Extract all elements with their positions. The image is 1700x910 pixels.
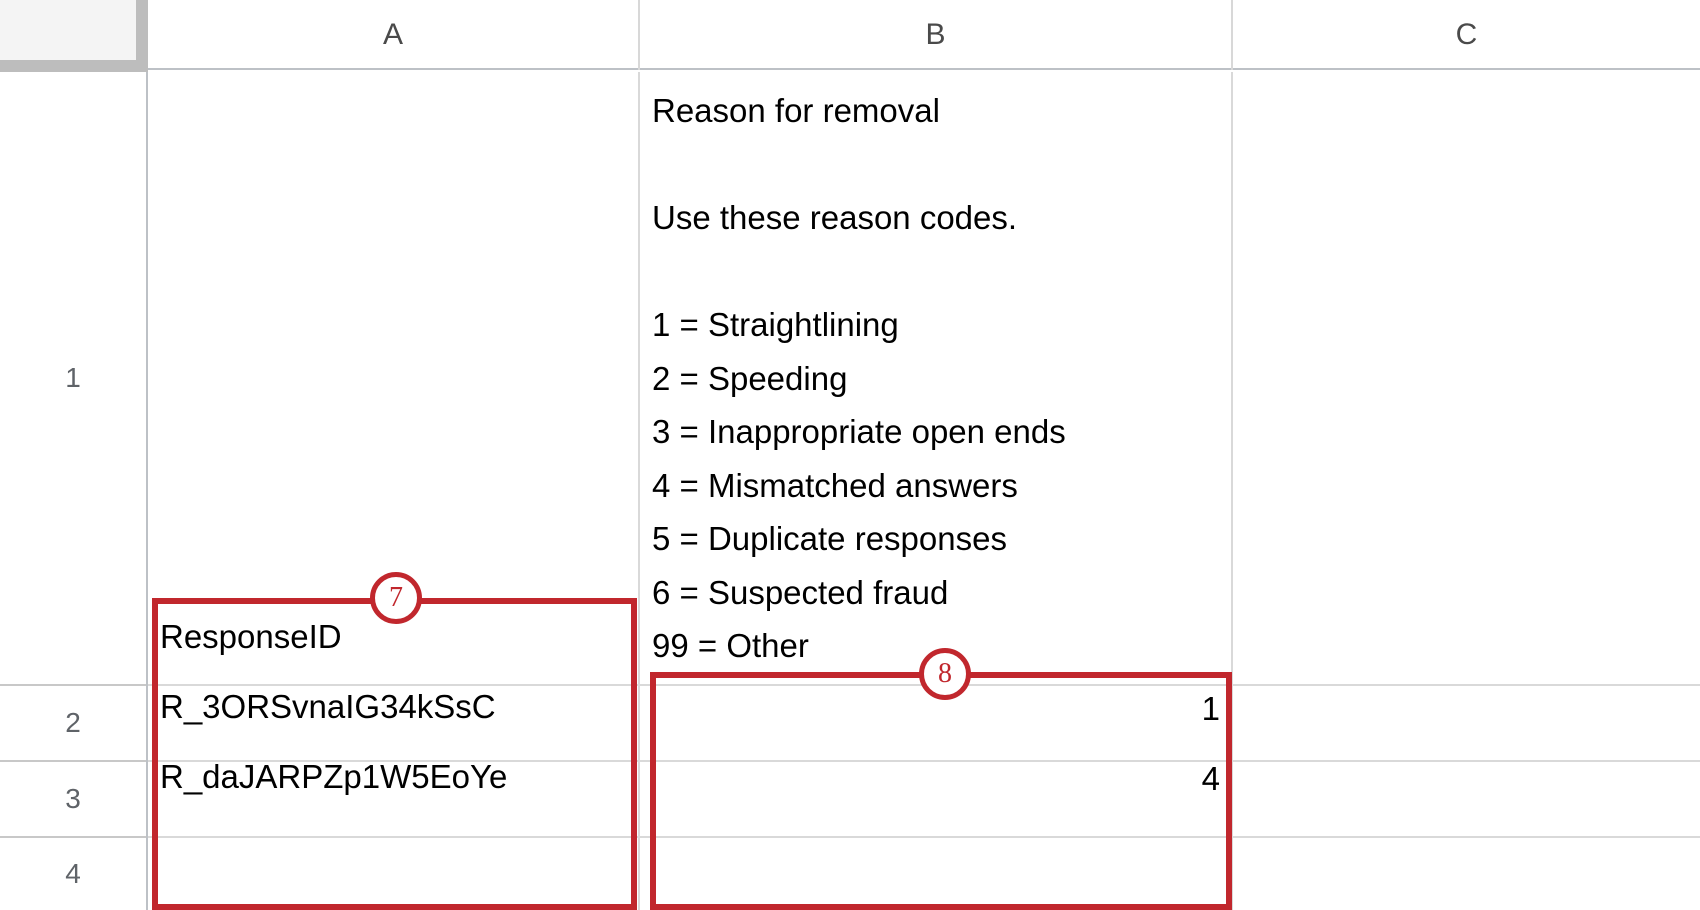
cell-a2-response-id-value[interactable]: R_3ORSvnaIG34kSsC [160, 688, 496, 725]
select-all-corner-box[interactable] [0, 0, 148, 72]
column-header-b[interactable]: B [640, 0, 1233, 70]
row-header-1[interactable]: 1 [0, 72, 146, 686]
cell-a3-response-id-value[interactable]: R_daJARPZp1W5EoYe [160, 758, 508, 795]
row-header-3[interactable]: 3 [0, 762, 146, 838]
cell-b1-reason-for-removal[interactable]: Reason for removal Use these reason code… [652, 92, 1066, 664]
cell-a1-responseid[interactable]: ResponseID [160, 618, 342, 655]
column-header-strip [148, 0, 1700, 70]
cell-b2-reason-code-value[interactable]: 1 [1201, 690, 1220, 727]
gridline-horizontal-row3-row4 [148, 836, 1700, 838]
annotation-badge-8: 8 [919, 648, 971, 700]
gridline-vertical-a-b [638, 72, 640, 910]
cell-b3-reason-code-value[interactable]: 4 [1201, 760, 1220, 797]
gridline-vertical-b-c [1231, 72, 1233, 910]
column-header-a[interactable]: A [148, 0, 640, 70]
column-header-c[interactable]: C [1455, 18, 1478, 51]
row-header-4[interactable]: 4 [65, 858, 81, 889]
row-header-gutter [0, 72, 148, 910]
gridline-horizontal-row2-row3 [148, 760, 1700, 762]
annotation-badge-7: 7 [370, 572, 422, 624]
row-header-2[interactable]: 2 [0, 686, 146, 762]
